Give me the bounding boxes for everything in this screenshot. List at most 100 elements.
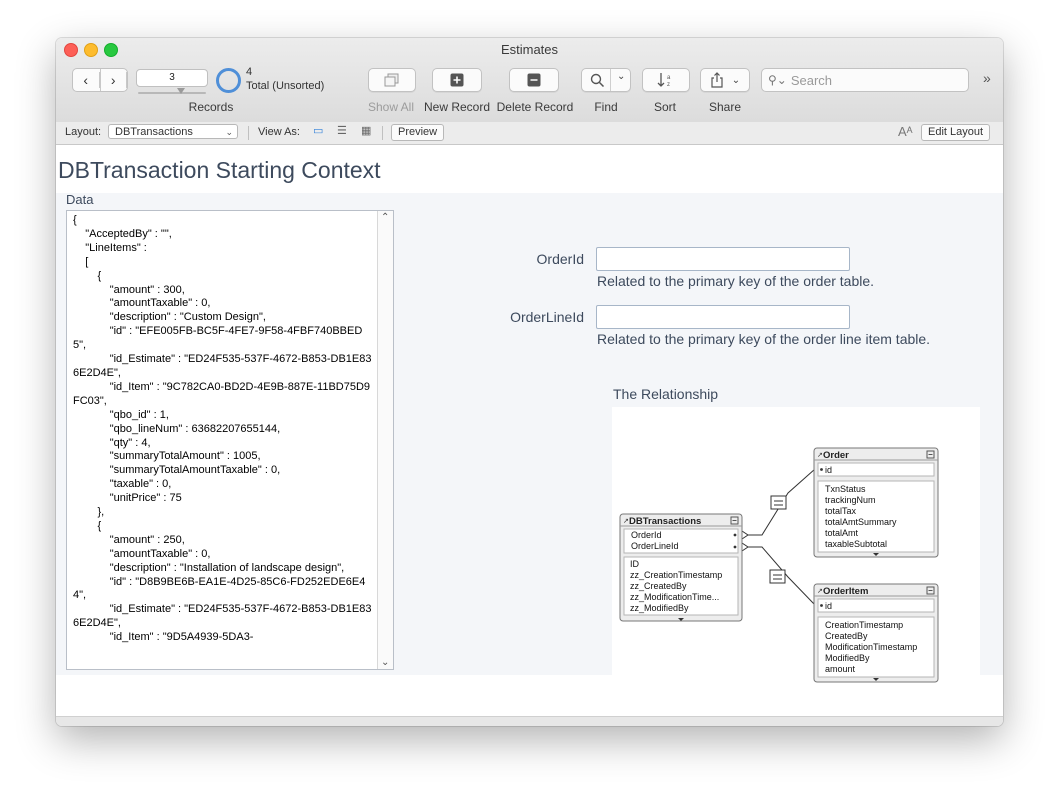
layout-content: DBTransaction Starting Context Data { "A… [56,145,1003,716]
record-slider-knob[interactable] [177,88,185,94]
match-field: OrderId [631,530,662,540]
table-occurrence-order[interactable]: ↗ Order id TxnStatus trackingNum totalTa… [813,447,939,558]
close-window-button[interactable] [64,43,78,57]
record-slider[interactable] [138,92,206,94]
key-field: id [825,465,832,475]
next-record-button[interactable]: › [101,69,127,91]
chevron-down-icon: ⌄ [731,74,741,86]
crowfoot-icon [741,542,749,552]
magnifier-icon [590,73,605,87]
search-placeholder: Search [790,72,833,88]
find-label: Find [594,100,618,114]
table-name: Order [823,450,849,461]
data-textarea[interactable]: { "AcceptedBy" : "", "LineItems" : [ { "… [66,210,394,670]
orderlineid-help: Related to the primary key of the order … [597,331,931,347]
field-name: taxableSubtotal [825,539,887,549]
field-name: zz_CreationTimestamp [630,570,722,580]
delete-record-label: Delete Record [496,100,574,114]
sort-icon: az [657,73,671,88]
search-input[interactable]: ⚲⌄ Search [761,68,969,92]
relationship-graph-svg: ↗ DBTransactions OrderId OrderLineId ID … [619,447,939,683]
orderlineid-field[interactable] [596,305,850,329]
layout-bar-divider [382,126,383,140]
minimize-window-button[interactable] [84,43,98,57]
table-occurrence-dbtransactions[interactable]: ↗ DBTransactions OrderId OrderLineId ID … [619,513,743,622]
data-field-label: Data [66,192,94,207]
record-number-field[interactable]: 3 [136,69,208,87]
chevron-down-icon: ⌄ [225,127,233,137]
equals-relationship-icon[interactable] [770,495,787,510]
search-icon: ⚲⌄ [768,73,787,87]
svg-text:z: z [667,82,670,88]
previous-record-button[interactable]: ‹ [73,69,101,91]
records-label: Records [188,100,234,114]
delete-record-button[interactable] [509,68,559,92]
preview-button[interactable]: Preview [391,124,445,141]
layout-value: DBTransactions [115,126,193,138]
app-window: Estimates ‹ › 3 Records 4 Total (Unsorte… [56,38,1003,726]
chevron-right-icon: › [101,72,127,88]
share-label: Share [708,100,742,114]
collapse-icon[interactable] [730,516,739,525]
page-title: DBTransaction Starting Context [58,157,381,183]
orderid-field[interactable] [596,247,850,271]
status-bar [56,716,1003,726]
crowfoot-icon [741,530,749,540]
toolbar-overflow-icon[interactable]: » [983,70,991,86]
table-name: DBTransactions [629,516,701,527]
table-occurrence-orderitem[interactable]: ↗ OrderItem id CreationTimestamp Created… [813,583,939,683]
data-scrollbar[interactable]: ⌃ ⌄ [377,211,393,669]
field-name: totalAmtSummary [825,517,897,527]
orderlineid-label: OrderLineId [510,309,584,325]
share-icon [711,72,723,88]
field-name: zz_CreatedBy [630,581,687,591]
show-all-button[interactable] [368,68,416,92]
field-name: CreatedBy [825,631,868,641]
orderid-label: OrderId [536,251,584,267]
scroll-down-icon[interactable]: ⌄ [381,657,390,668]
key-field: id [825,601,832,611]
chevron-left-icon: ‹ [73,72,100,88]
relationship-connector-order [748,468,816,536]
field-name: ModifiedBy [825,653,870,663]
field-name: zz_ModificationTime... [630,592,719,602]
relationship-graph: ↗ DBTransactions OrderId OrderLineId ID … [612,407,980,705]
find-button[interactable]: ⌄ [581,68,631,92]
minus-icon [527,73,541,87]
collapse-icon[interactable] [926,450,935,459]
table-name: OrderItem [823,586,868,597]
zoom-window-button[interactable] [104,43,118,57]
new-record-label: New Record [423,100,491,114]
toolbar: Estimates ‹ › 3 Records 4 Total (Unsorte… [56,38,1003,123]
field-name: totalAmt [825,528,859,538]
view-as-label: View As: [258,126,300,138]
table-arrow-icon: ↗ [817,452,823,459]
stacked-pages-icon [384,73,399,87]
layout-bar-divider [248,126,249,140]
edit-layout-button[interactable]: Edit Layout [921,124,991,141]
svg-text:a: a [667,75,671,81]
share-button[interactable]: ⌄ [700,68,750,92]
table-arrow-icon: ↗ [623,518,629,525]
field-name: TxnStatus [825,484,866,494]
field-name: ID [630,559,640,569]
text-size-icon[interactable]: Aᴬ [898,124,913,139]
form-view-icon[interactable]: ▭ [313,125,324,137]
table-view-icon[interactable]: ▦ [361,125,372,137]
data-json-text: { "AcceptedBy" : "", "LineItems" : [ { "… [73,214,372,644]
equals-relationship-icon[interactable] [769,569,786,584]
field-name: zz_ModifiedBy [630,603,689,613]
field-name: ModificationTimestamp [825,642,917,652]
collapse-icon[interactable] [926,586,935,595]
list-view-icon[interactable]: ☰ [337,125,347,137]
layout-bar: Layout: DBTransactions ⌄ View As: ▭ ☰ ▦ … [56,122,1003,145]
new-record-button[interactable] [432,68,482,92]
scroll-up-icon[interactable]: ⌃ [381,212,390,223]
find-split-divider [610,69,611,91]
layout-select[interactable]: DBTransactions ⌄ [108,124,238,139]
window-title: Estimates [500,42,559,57]
layout-label: Layout: [65,126,102,138]
chevron-down-icon: ⌄ [617,71,626,82]
field-name: amount [825,664,856,674]
